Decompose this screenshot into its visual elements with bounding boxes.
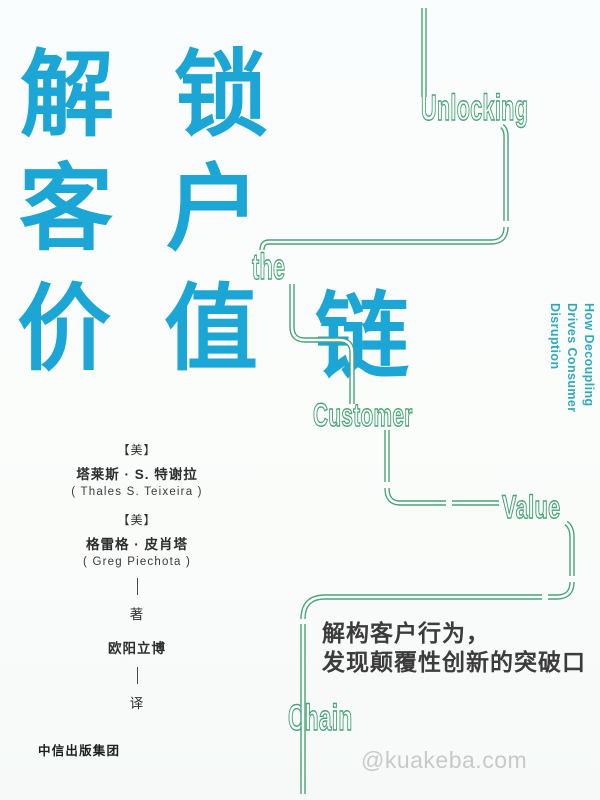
title-char-zhi: 值 [164, 276, 259, 381]
tagline-line-1: 解构客户行为， [322, 620, 490, 646]
title-en-unlocking: Unlocking [421, 87, 529, 128]
watermark: @kuakeba.com [361, 747, 528, 773]
tagline: 解构客户行为， 发现颠覆性创新的突破口 [322, 619, 586, 677]
title-char-ke: 客 [19, 156, 114, 261]
title-en-chain: Chain [288, 697, 353, 738]
title-en-the: the [252, 246, 286, 287]
subtitle-line-1: How Decoupling [582, 303, 596, 407]
subtitle-vertical: How Decoupling Drives Consumer Disruptio… [546, 303, 597, 473]
subtitle-line-2: Drives Consumer Disruption [548, 303, 579, 413]
title-char-suo: 锁 [174, 42, 269, 147]
author-2-name-en: ( Greg Piechota ) [83, 556, 191, 568]
author-block: 【美】 塔莱斯 · S. 特谢拉 ( Thales S. Teixeira ) … [70, 441, 204, 712]
publisher-name: 中信出版集团 [38, 744, 121, 758]
title-char-lian: 链 [315, 284, 410, 389]
author-1-name-cn: 塔莱斯 · S. 特谢拉 [76, 467, 198, 482]
author-1-nationality: 【美】 [117, 443, 157, 457]
translator-divider [136, 667, 138, 684]
title-en-customer: Customer [313, 397, 413, 433]
author-divider [136, 578, 138, 595]
author-role-label: 著 [129, 607, 145, 622]
title-char-jie: 解 [20, 42, 115, 147]
title-en-value: Value [502, 489, 561, 525]
author-2-name-cn: 格雷格 · 皮肖塔 [86, 537, 188, 552]
translator-name: 欧阳立博 [108, 641, 166, 656]
author-1-name-en: ( Thales S. Teixeira ) [71, 486, 203, 498]
title-char-hu: 户 [166, 156, 261, 261]
title-char-jia: 价 [17, 276, 112, 381]
author-2-nationality: 【美】 [117, 513, 157, 527]
tagline-line-2: 发现颠覆性创新的突破口 [322, 649, 586, 675]
translator-role-label: 译 [129, 696, 145, 711]
